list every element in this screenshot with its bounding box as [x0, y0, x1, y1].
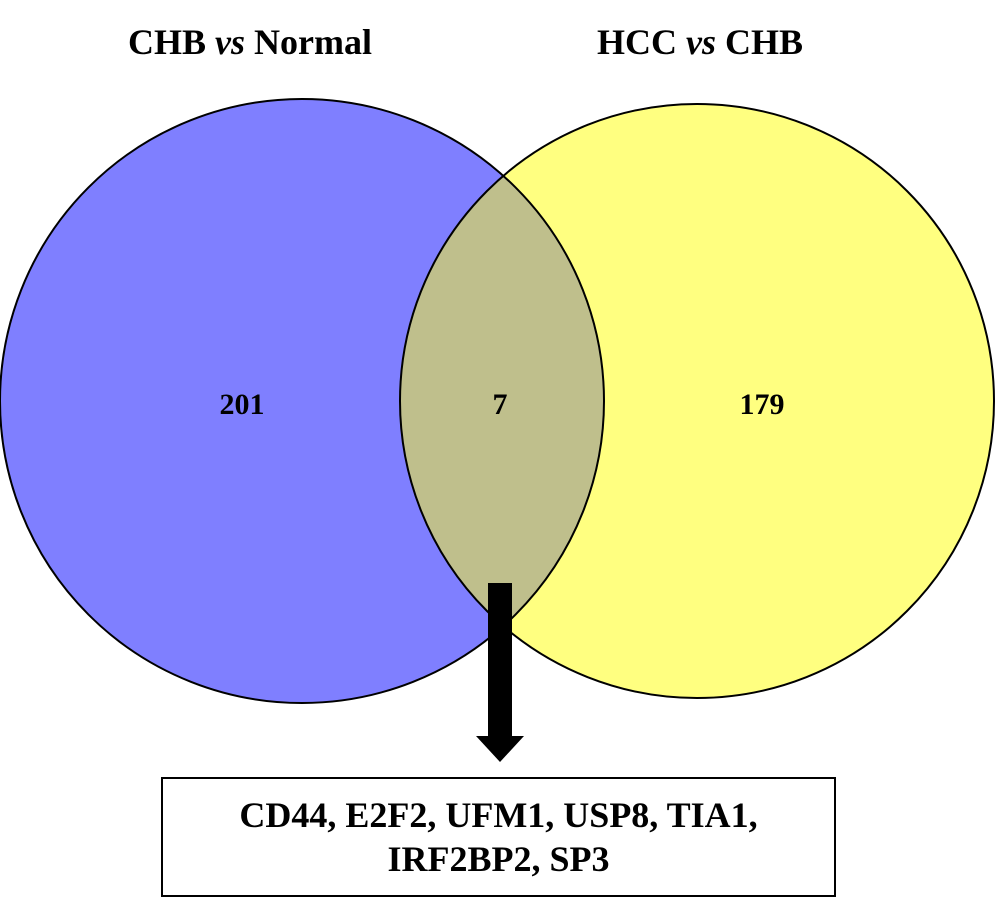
- gene-list-line-1: CD44, E2F2, UFM1, USP8, TIA1,: [239, 795, 758, 835]
- count-chb-vs-normal-only: 201: [220, 388, 265, 421]
- venn-overlap-region: [400, 104, 604, 698]
- set-title-chb-vs-normal: CHB vs Normal: [128, 22, 372, 62]
- venn-circle-outline-chb-vs-normal: [0, 98, 605, 704]
- venn-circle-outline-hcc-vs-chb: [399, 103, 995, 699]
- gene-list-line-2: IRF2BP2, SP3: [387, 839, 610, 879]
- count-hcc-vs-chb-only: 179: [740, 388, 785, 421]
- count-overlap: 7: [493, 388, 508, 421]
- down-arrow-icon: [476, 583, 524, 762]
- set-title-hcc-vs-chb: HCC vs CHB: [597, 22, 803, 62]
- overlap-gene-list-box: CD44, E2F2, UFM1, USP8, TIA1, IRF2BP2, S…: [161, 777, 836, 897]
